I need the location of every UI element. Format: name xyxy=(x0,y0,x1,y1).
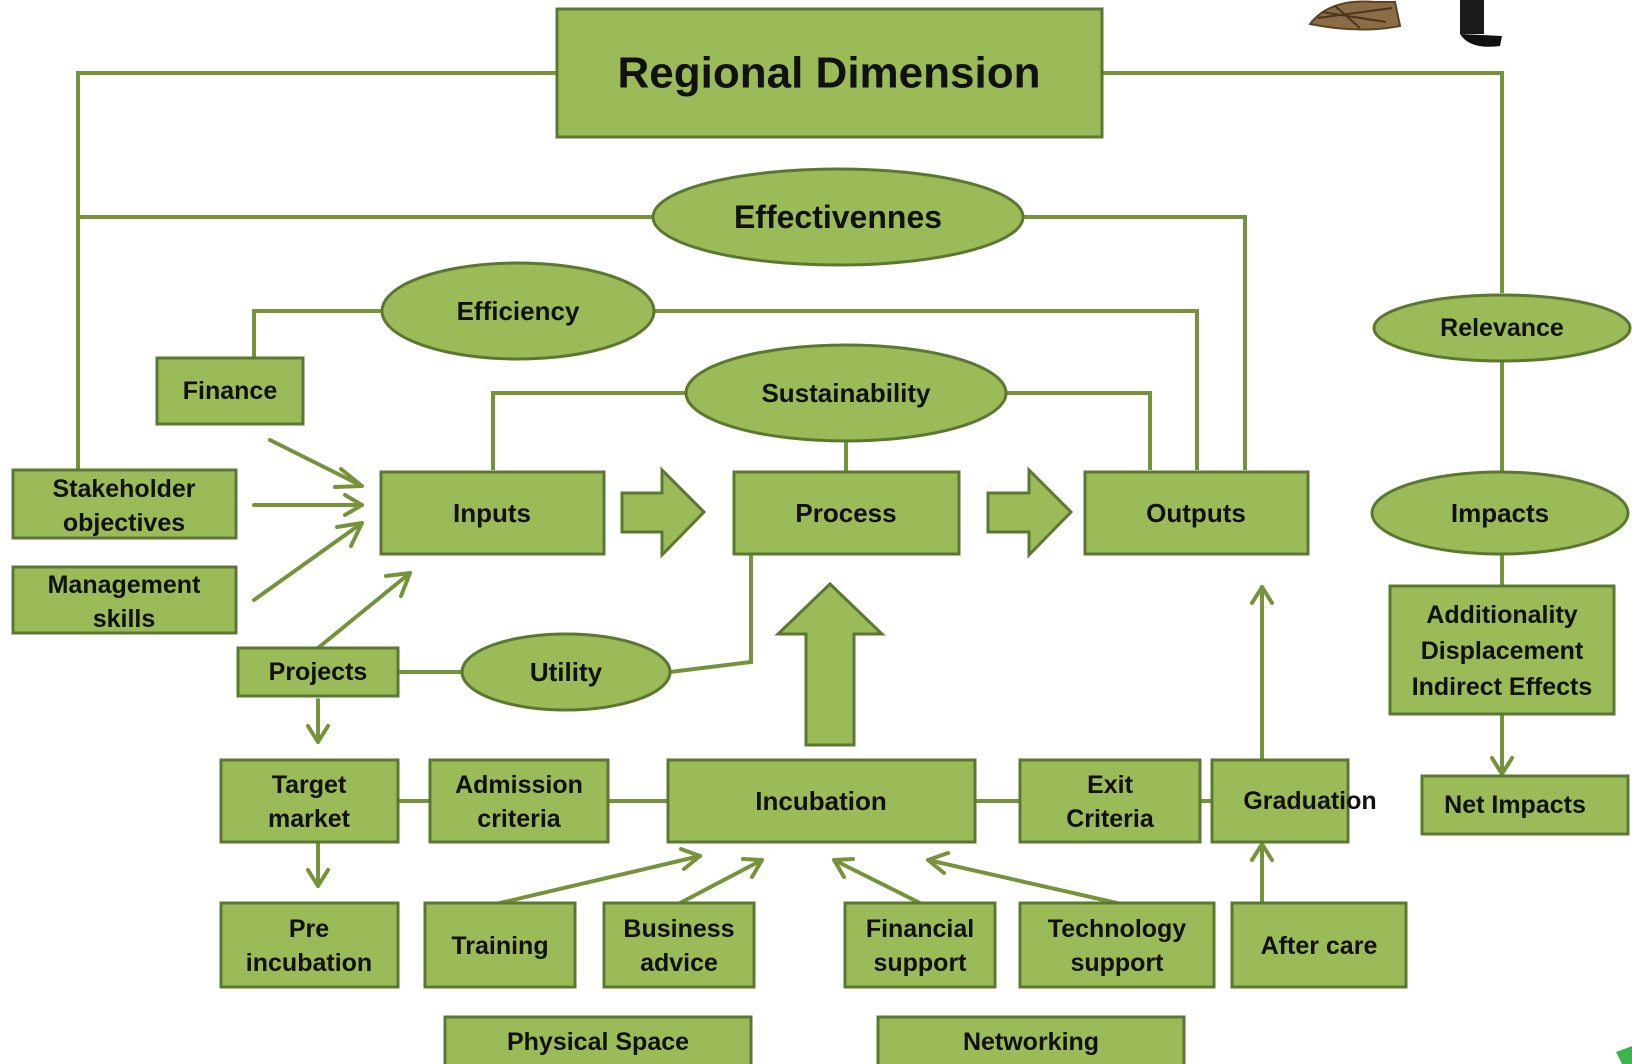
outputs-label: Outputs xyxy=(1146,498,1246,528)
efficiency-label: Efficiency xyxy=(457,296,580,326)
connector-efficiency-to-finance xyxy=(252,309,382,358)
node-graduation: Graduation xyxy=(1210,758,1377,844)
effects-line-3: Indirect Effects xyxy=(1412,673,1593,701)
exit-criteria-line-2: Criteria xyxy=(1066,805,1155,833)
node-sustainability: Sustainability xyxy=(684,343,1008,443)
arrows xyxy=(252,438,1514,905)
node-physical-space: Physical Space xyxy=(443,1015,753,1064)
target-market-line-2: market xyxy=(268,805,351,833)
node-management-skills: Management skills xyxy=(11,565,238,635)
connector-regional-to-stakeholder xyxy=(76,71,557,470)
pre-incubation-line-1: Pre xyxy=(289,915,329,943)
physical-space-label: Physical Space xyxy=(507,1028,689,1056)
sustainability-label: Sustainability xyxy=(761,378,931,408)
admission-criteria-line-2: criteria xyxy=(477,805,561,833)
stakeholder-objectives-line-2: objectives xyxy=(63,509,185,537)
block-arrow-process-to-outputs xyxy=(986,466,1074,559)
arrow-projects-to-inputs xyxy=(316,571,412,650)
technology-support-line-2: support xyxy=(1070,949,1164,977)
block-arrow-incubation-to-process xyxy=(774,581,886,747)
arrow-graduation-to-outputs xyxy=(1250,585,1274,760)
arrow-stakeholder-to-inputs xyxy=(252,493,364,517)
arrow-finance-to-inputs xyxy=(268,438,364,489)
connector-efficiency-to-outputs xyxy=(655,309,1199,470)
financial-support-line-1: Financial xyxy=(866,915,974,943)
business-advice-line-1: Business xyxy=(623,915,734,943)
node-incubation: Incubation xyxy=(666,758,977,844)
corner-photo xyxy=(1308,0,1502,47)
connector-effectiveness-to-outputs xyxy=(1023,215,1247,470)
process-label: Process xyxy=(795,498,896,528)
graduation-label: Graduation xyxy=(1243,787,1376,815)
arrow-effects-to-net-impacts xyxy=(1490,712,1514,776)
net-impacts-label: Net Impacts xyxy=(1444,791,1586,819)
node-finance: Finance xyxy=(155,356,305,426)
node-impacts: Impacts xyxy=(1370,470,1630,556)
arrow-management-to-inputs xyxy=(252,521,364,602)
connector-sustainability-to-inputs xyxy=(491,391,686,470)
node-stakeholder-objectives: Stakeholder objectives xyxy=(11,468,238,540)
arrow-training-to-incubation xyxy=(498,847,702,905)
networking-label: Networking xyxy=(963,1028,1099,1056)
financial-support-line-2: support xyxy=(873,949,967,977)
node-target-market: Target market xyxy=(219,758,400,844)
connector-regional-to-relevance xyxy=(1102,71,1504,293)
target-market-line-1: Target xyxy=(272,771,347,799)
node-exit-criteria: Exit Criteria xyxy=(1018,758,1202,844)
effectiveness-label: Effectivennes xyxy=(734,199,942,235)
relevance-label: Relevance xyxy=(1440,314,1564,342)
management-skills-line-1: Management xyxy=(48,571,201,599)
node-training: Training xyxy=(423,901,577,989)
exit-criteria-line-1: Exit xyxy=(1087,771,1134,799)
inputs-label: Inputs xyxy=(453,498,531,528)
technology-support-line-1: Technology xyxy=(1048,915,1187,943)
arrow-business-to-incubation xyxy=(678,857,764,905)
node-net-impacts: Net Impacts xyxy=(1420,774,1630,836)
node-projects: Projects xyxy=(236,646,400,698)
node-after-care: After care xyxy=(1230,901,1408,989)
utility-label: Utility xyxy=(530,657,603,687)
node-relevance: Relevance xyxy=(1372,293,1632,363)
arrow-aftercare-to-graduation xyxy=(1250,842,1274,905)
node-outputs: Outputs xyxy=(1083,470,1310,556)
finance-label: Finance xyxy=(183,377,278,405)
stakeholder-objectives-line-1: Stakeholder xyxy=(52,475,195,503)
pre-incubation-line-2: incubation xyxy=(246,949,372,977)
regional-dimension-label: Regional Dimension xyxy=(618,49,1041,98)
projects-label: Projects xyxy=(269,658,368,686)
after-care-label: After care xyxy=(1261,932,1378,960)
node-financial-support: Financial support xyxy=(843,901,997,989)
node-effectiveness: Effectivennes xyxy=(651,167,1025,267)
connectors xyxy=(76,71,1504,803)
incubation-label: Incubation xyxy=(755,786,886,816)
business-advice-line-2: advice xyxy=(640,949,718,977)
node-admission-criteria: Admission criteria xyxy=(428,758,610,844)
impacts-label: Impacts xyxy=(1451,498,1549,528)
node-process: Process xyxy=(732,470,961,556)
connector-sustainability-to-outputs xyxy=(1005,391,1152,470)
admission-criteria-line-1: Admission xyxy=(455,771,583,799)
node-technology-support: Technology support xyxy=(1018,901,1216,989)
node-regional-dimension: Regional Dimension xyxy=(555,7,1104,139)
block-arrows xyxy=(620,466,1074,747)
arrow-technology-to-incubation xyxy=(926,851,1119,905)
node-pre-incubation: Pre incubation xyxy=(219,901,400,989)
node-effects: Additionality Displacement Indirect Effe… xyxy=(1388,584,1616,716)
node-efficiency: Efficiency xyxy=(380,261,656,361)
connector-utility-to-process xyxy=(669,554,753,674)
corner-arrow-icon xyxy=(1616,1046,1632,1064)
node-inputs: Inputs xyxy=(379,470,606,556)
node-networking: Networking xyxy=(876,1015,1186,1064)
management-skills-line-2: skills xyxy=(93,605,156,633)
node-business-advice: Business advice xyxy=(602,901,756,989)
effects-line-1: Additionality xyxy=(1426,601,1577,629)
block-arrow-inputs-to-process xyxy=(620,466,707,559)
arrow-target-to-preincubation xyxy=(306,840,330,888)
arrow-financial-to-incubation xyxy=(832,857,922,905)
training-label: Training xyxy=(451,932,548,960)
effects-line-2: Displacement xyxy=(1421,637,1584,665)
node-utility: Utility xyxy=(460,632,672,712)
arrow-projects-to-target xyxy=(306,698,330,744)
